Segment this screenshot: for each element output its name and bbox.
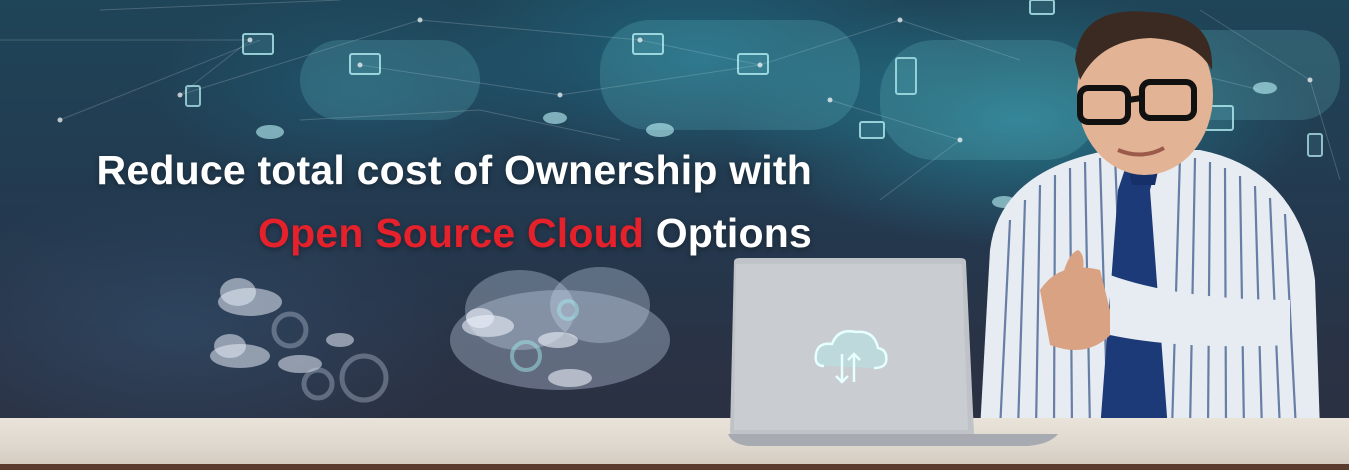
cloud-icon [210, 278, 354, 373]
headline-line-2-text: Options [655, 210, 812, 256]
person-thumbs-up [980, 11, 1320, 430]
headline-accent-text: Open Source Cloud [258, 210, 645, 256]
laptop-icon [728, 258, 1058, 446]
cloud-sync-icon [814, 330, 888, 384]
headline-line-1-text: Reduce total cost of Ownership with [96, 147, 812, 193]
headline-line-1: Reduce total cost of Ownership with [0, 147, 812, 194]
headline-line-2: Open Source Cloud Options [0, 210, 812, 257]
desk-edge [0, 464, 1349, 470]
gear-icon [271, 311, 389, 403]
desk-surface [0, 418, 1349, 470]
